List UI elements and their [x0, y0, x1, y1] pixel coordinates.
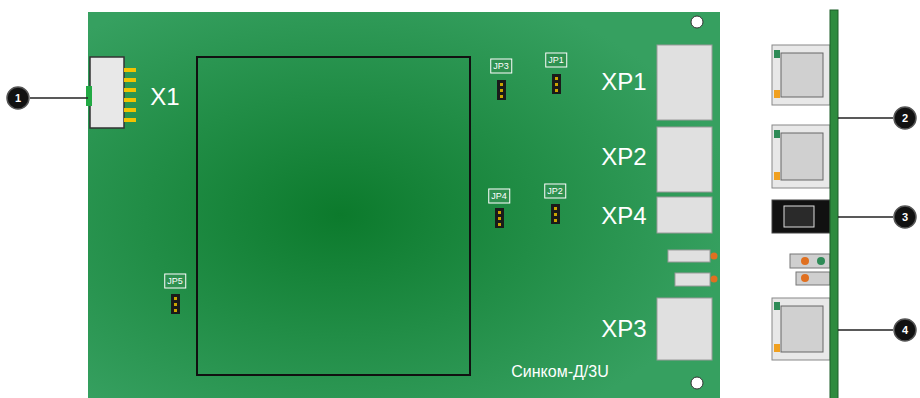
board-name: Синком-Д/3U	[511, 364, 608, 380]
callout-number: 2	[902, 113, 908, 124]
connector-label: XP2	[601, 145, 646, 169]
jumper-label: JP5	[164, 274, 186, 289]
callout-number: 1	[15, 93, 21, 104]
connector-label: XP4	[601, 204, 646, 228]
callout-number: 3	[902, 212, 908, 223]
callout-number: 4	[902, 325, 908, 336]
connector-label: XP1	[601, 70, 646, 94]
connector-label: X1	[150, 85, 179, 109]
jumper-label: JP3	[490, 59, 512, 74]
connector-label: XP3	[601, 317, 646, 341]
jumper-label: JP2	[544, 184, 566, 199]
jumper-label: JP4	[488, 189, 510, 204]
jumper-label: JP1	[545, 53, 567, 68]
